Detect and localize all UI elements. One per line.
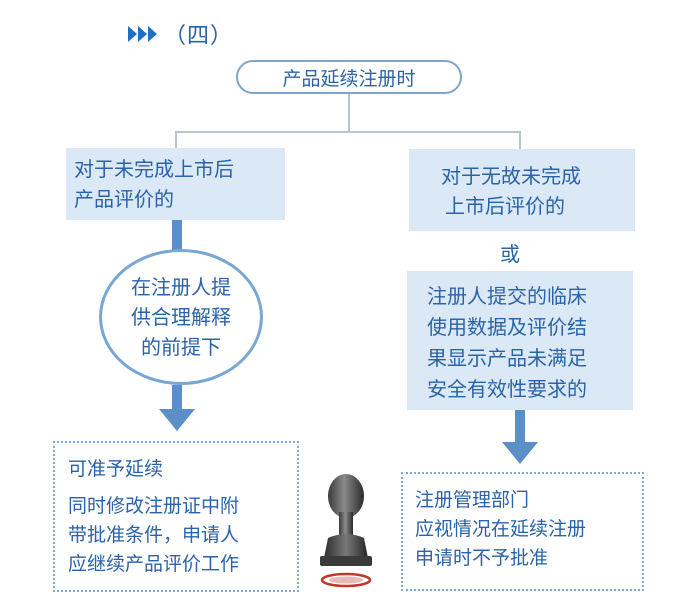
connector-horizontal bbox=[175, 131, 521, 133]
right-alt-line: 果显示产品未满足 bbox=[427, 346, 587, 370]
premise-circle: 在注册人提 供合理解释 的前提下 bbox=[99, 249, 263, 385]
left-result-line: 同时修改注册证中附 bbox=[68, 495, 240, 517]
premise-line: 供合理解释 bbox=[131, 305, 231, 329]
right-down-arrow-icon bbox=[502, 410, 538, 464]
right-alt-line: 安全有效性要求的 bbox=[427, 377, 587, 401]
left-result-line: 应继续产品评价工作 bbox=[68, 553, 240, 575]
right-alt-condition-box: 注册人提交的临床 使用数据及评价结 果显示产品未满足 安全有效性要求的 bbox=[407, 271, 633, 410]
right-alt-line: 注册人提交的临床 bbox=[427, 284, 587, 308]
connector-right-down bbox=[519, 131, 521, 149]
section-label: （四） bbox=[164, 24, 234, 49]
section-heading: （四） bbox=[128, 16, 233, 52]
triple-chevron-right-icon bbox=[128, 26, 158, 42]
right-result-line: 注册管理部门 bbox=[415, 489, 530, 511]
connector-left-circle bbox=[172, 220, 182, 250]
left-result-title: 可准予延续 bbox=[68, 458, 164, 480]
left-down-arrow-icon bbox=[159, 385, 195, 431]
or-label: 或 bbox=[500, 242, 520, 266]
left-condition-box: 对于未完成上市后 产品评价的 bbox=[66, 148, 285, 220]
right-condition-box: 对于无故未完成 上市后评价的 bbox=[409, 149, 635, 231]
premise-line: 在注册人提 bbox=[131, 275, 231, 299]
premise-line: 的前提下 bbox=[141, 335, 221, 359]
right-condition-line: 对于无故未完成 bbox=[441, 164, 581, 188]
right-result-line: 申请时不予批准 bbox=[415, 547, 549, 569]
left-condition-line: 对于未完成上市后 bbox=[74, 157, 234, 181]
right-alt-line: 使用数据及评价结 bbox=[427, 315, 587, 339]
left-condition-line: 产品评价的 bbox=[74, 187, 174, 211]
root-node: 产品延续注册时 bbox=[236, 60, 462, 94]
right-condition-line: 上市后评价的 bbox=[445, 194, 565, 218]
left-result-box: 可准予延续 同时修改注册证中附 带批准条件，申请人 应继续产品评价工作 bbox=[53, 441, 299, 592]
connector-left-down bbox=[175, 131, 177, 149]
rubber-stamp-icon bbox=[320, 474, 372, 588]
right-result-line: 应视情况在延续注册 bbox=[415, 518, 587, 540]
left-result-line: 带批准条件，申请人 bbox=[68, 524, 240, 546]
connector-root-down bbox=[348, 94, 350, 132]
right-result-box: 注册管理部门 应视情况在延续注册 申请时不予批准 bbox=[401, 472, 644, 591]
